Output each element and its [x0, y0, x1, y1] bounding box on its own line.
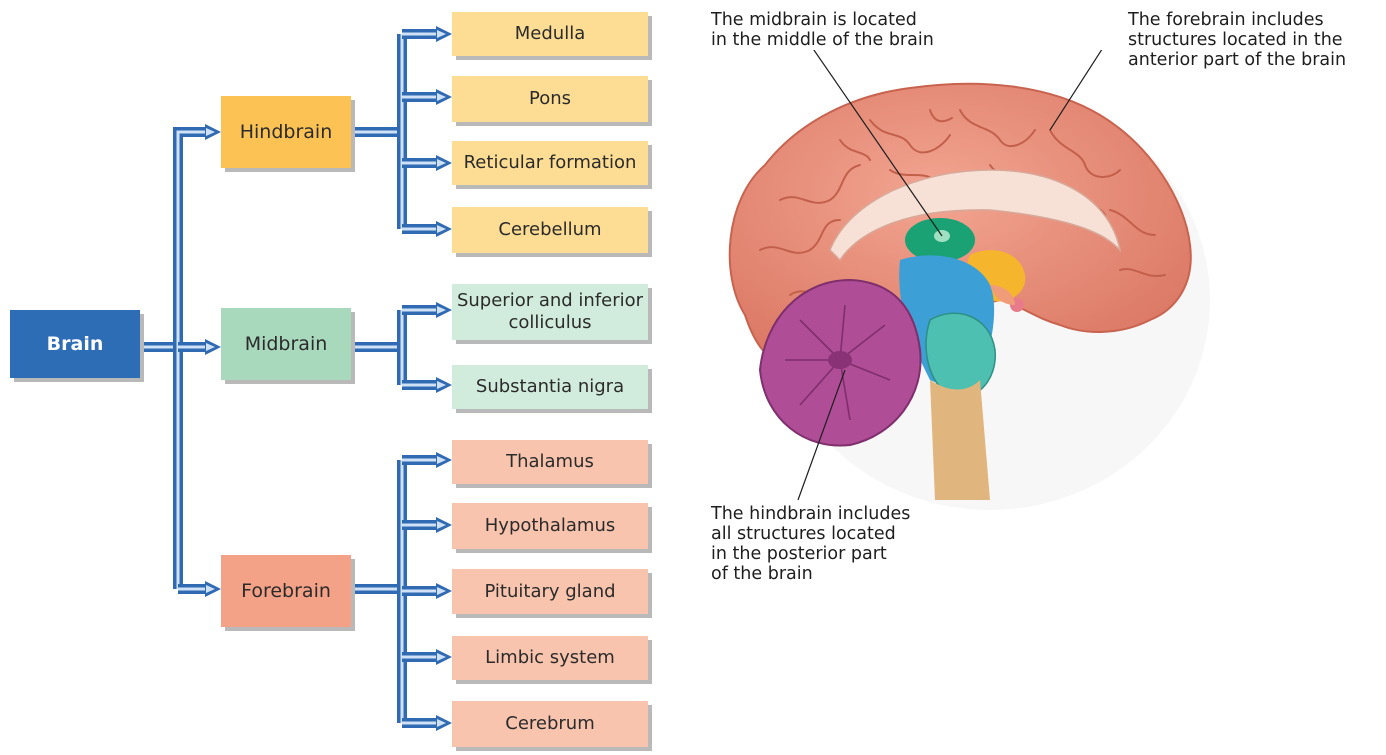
spinal-cord [930, 380, 990, 500]
pons-box: Pons [452, 76, 648, 122]
connector-arrowhead [436, 302, 452, 318]
cerebellum-box: Cerebellum [452, 207, 648, 253]
brain-box: Brain [10, 310, 140, 378]
connector-arrowhead [436, 26, 452, 42]
connector-arrowhead [436, 452, 452, 468]
connector-arrowhead [436, 89, 452, 105]
medulla-box: Medulla [452, 12, 648, 56]
connector-arrowhead [436, 583, 452, 599]
pituitary-gland-box: Pituitary gland [452, 569, 648, 614]
hypothalamus-box: Hypothalamus [452, 503, 648, 549]
midbrain-annotation: The midbrain is located in the middle of… [711, 10, 934, 50]
connector-arrowhead [205, 124, 221, 140]
connector-arrowhead [205, 339, 221, 355]
connector-arrowhead [436, 221, 452, 237]
thalamus-box: Thalamus [452, 440, 648, 484]
hindbrain-annotation: The hindbrain includes all structures lo… [711, 504, 910, 584]
cerebrum-box: Cerebrum [452, 701, 648, 747]
reticular-formation-box: Reticular formation [452, 141, 648, 185]
connector-arrowhead [205, 581, 221, 597]
hindbrain-box: Hindbrain [221, 96, 351, 168]
connector-arrowhead [436, 715, 452, 731]
midbrain-box: Midbrain [221, 308, 351, 380]
connector-arrowhead [436, 155, 452, 171]
connector-arrowhead [436, 517, 452, 533]
connector-arrowhead [436, 649, 452, 665]
forebrain-box: Forebrain [221, 555, 351, 627]
limbic-system-box: Limbic system [452, 636, 648, 680]
brain-sagittal-illustration [690, 50, 1210, 520]
superior-inferior-colliculus-box: Superior and inferior colliculus [452, 284, 648, 340]
substantia-nigra-box: Substantia nigra [452, 365, 648, 409]
connector-pipe [178, 132, 205, 589]
forebrain-annotation: The forebrain includes structures locate… [1128, 10, 1346, 70]
connector-arrowhead [436, 377, 452, 393]
